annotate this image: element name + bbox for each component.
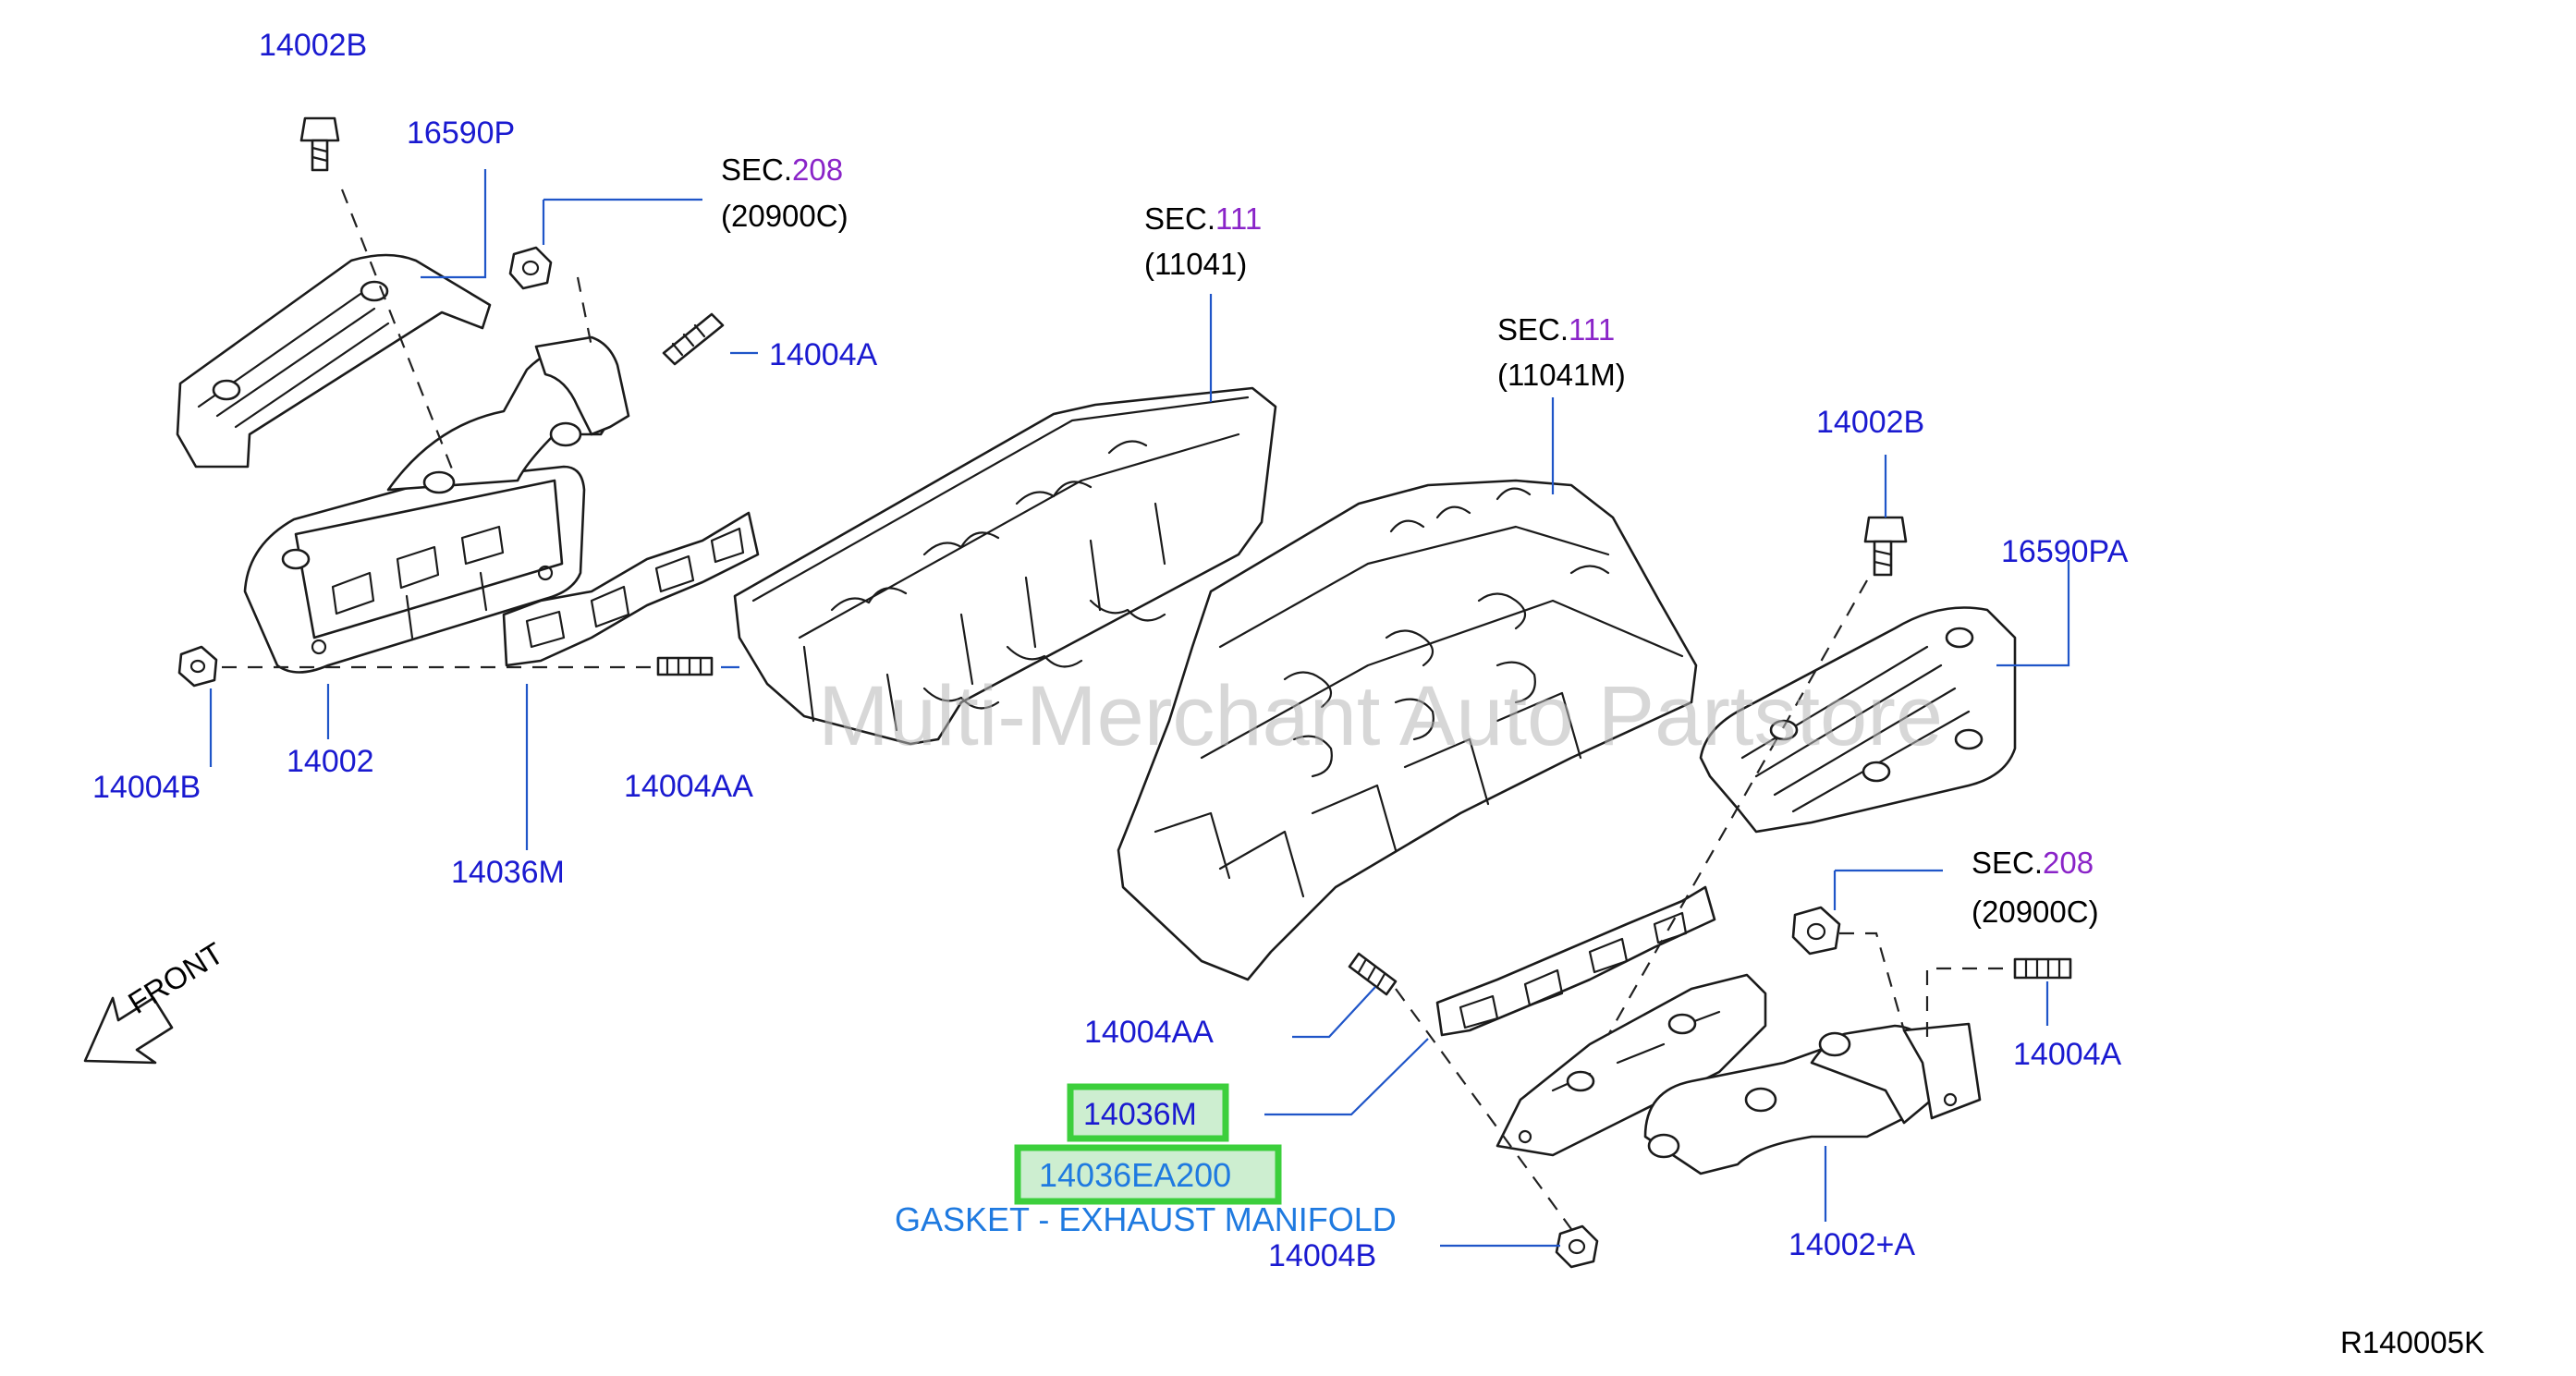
label-14002[interactable]: 14002 [287,744,374,779]
highlight-box-14036m [1067,1083,1229,1142]
left-stud-14004a [662,312,725,366]
label-14004aa-left[interactable]: 14004AA [624,769,753,804]
left-stud-14004aa [656,656,714,676]
sec-208-left[interactable]: SEC.208 [721,152,843,187]
left-cylinder-head-11041 [733,386,1277,746]
right-stud-14004aa [1348,952,1398,996]
sec-number: 111 [1215,201,1262,236]
label-14036m-mid[interactable]: 14036M [1083,1097,1197,1132]
left-exhaust-manifold-14002 [243,335,630,674]
highlight-part-number[interactable]: 14036EA200 [1039,1156,1231,1194]
sec-prefix: SEC. [721,152,792,187]
label-16590p[interactable]: 16590P [407,116,515,151]
sec-111-a[interactable]: SEC.111 [1144,201,1262,236]
front-arrow-icon [83,996,174,1065]
label-14004aa-mid[interactable]: 14004AA [1084,1015,1214,1050]
sec-code-20900c-right: (20900C) [1972,895,2099,929]
right-stud-14004a [2013,957,2072,980]
highlight-description: GASKET - EXHAUST MANIFOLD [895,1200,1397,1238]
left-nut-20900c [508,246,553,290]
right-cylinder-head-11041m [1117,479,1698,981]
assembly-lines [222,189,2010,1230]
highlight-box-14036ea200 [1014,1144,1282,1205]
sec-code-20900c-left: (20900C) [721,199,848,233]
right-bolt-14002b [1863,516,1908,577]
sec-number: 208 [792,152,843,187]
left-bolt-14002b [299,116,340,172]
left-heat-shield [176,253,492,469]
label-14004b-left[interactable]: 14004B [92,770,201,805]
sec-208-right[interactable]: SEC.208 [1972,846,2094,880]
label-14004a-right[interactable]: 14004A [2013,1037,2122,1072]
right-heat-shield-16590pa [1699,606,2017,834]
leader-lines [209,169,2070,1248]
front-label: FRONT [122,935,229,1020]
left-gasket-14036m [502,511,760,667]
right-nut-20900c [1791,906,1841,956]
label-14004b-bottom[interactable]: 14004B [1268,1238,1376,1273]
sec-111-b[interactable]: SEC.111 [1497,312,1615,347]
label-14036m-left[interactable]: 14036M [451,855,565,890]
label-14002b-right[interactable]: 14002B [1816,405,1924,440]
left-nut-14004b [177,645,218,688]
label-14004a-left[interactable]: 14004A [769,337,878,372]
label-14002b-top[interactable]: 14002B [259,28,367,63]
right-exhaust-manifold-14002a [1496,973,1982,1175]
sec-number: 208 [2043,846,2094,880]
sec-number: 111 [1569,312,1615,347]
sec-prefix: SEC. [1144,201,1215,236]
label-14002a[interactable]: 14002+A [1789,1227,1915,1262]
label-16590pa[interactable]: 16590PA [2001,534,2129,569]
bottom-nut-14004b [1555,1224,1599,1269]
watermark: Multi-Merchant Auto Partstore [818,669,1943,763]
sec-prefix: SEC. [1497,312,1569,347]
sec-prefix: SEC. [1972,846,2043,880]
sec-code-11041: (11041) [1144,247,1247,281]
sec-code-11041m: (11041M) [1497,358,1626,392]
diagram-ref: R140005K [2340,1325,2484,1359]
right-gasket-14036m [1435,885,1716,1037]
